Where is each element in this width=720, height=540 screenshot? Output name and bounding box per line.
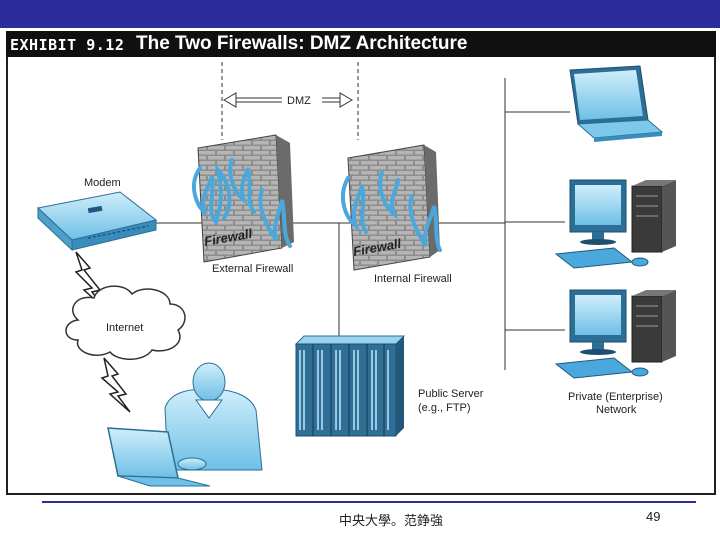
top-band-gap xyxy=(0,28,720,31)
private-network-label: Private (Enterprise) xyxy=(568,391,663,403)
modem-device xyxy=(36,191,158,252)
dmz-arrow xyxy=(223,92,353,108)
internet-cloud-icon xyxy=(65,285,186,360)
exhibit-label: EXHIBIT 9.12 xyxy=(10,36,125,54)
user-with-laptop xyxy=(107,362,263,487)
page-title: The Two Firewalls: DMZ Architecture xyxy=(136,33,468,54)
private-laptop xyxy=(569,65,664,142)
top-band xyxy=(0,0,720,28)
footer-divider xyxy=(42,501,696,503)
external-firewall xyxy=(191,134,294,263)
internal-firewall xyxy=(340,144,442,271)
dmz-label: DMZ xyxy=(287,95,311,107)
public-server-rack xyxy=(294,335,406,437)
private-desktop-2 xyxy=(554,289,676,379)
public-server-sublabel: (e.g., FTP) xyxy=(418,402,471,414)
private-desktop-1 xyxy=(554,179,676,269)
external-firewall-label: External Firewall xyxy=(212,263,293,275)
public-server-label: Public Server xyxy=(418,388,484,400)
footer-text: 中央大學。范錚強 xyxy=(339,514,444,529)
private-network-sublabel: Network xyxy=(596,404,637,416)
title-bar xyxy=(6,31,716,57)
page-number: 49 xyxy=(646,509,661,524)
internet-label: Internet xyxy=(106,322,143,334)
modem-label: Modem xyxy=(84,177,121,189)
internal-firewall-label: Internal Firewall xyxy=(374,273,452,285)
